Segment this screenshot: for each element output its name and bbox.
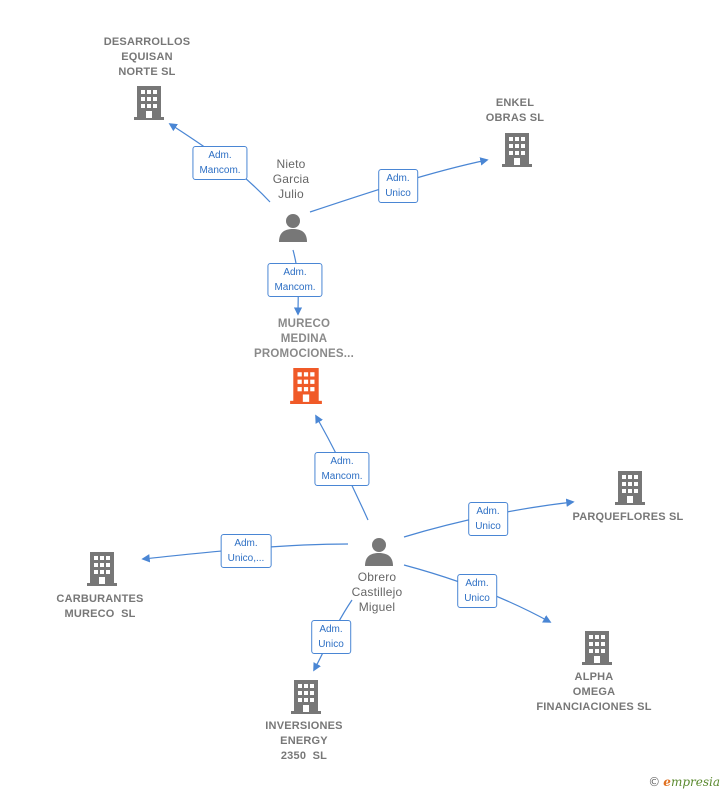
building-icon[interactable] <box>582 631 612 665</box>
edge-label-nieto-enkel: Adm. Unico <box>378 169 418 203</box>
brand-first-letter: e <box>663 775 671 789</box>
node-label-desarrollos[interactable]: DESARROLLOS EQUISAN NORTE SL <box>103 36 191 78</box>
node-label-obrero[interactable]: Obrero Castillejo Miguel <box>351 570 403 614</box>
brand-name: mpresia <box>670 775 720 789</box>
edge-label-nieto-mureco: Adm. Mancom. <box>267 263 323 297</box>
empresia-logo: ©empresia <box>648 775 720 789</box>
edge-label-nieto-desarrollos: Adm. Mancom. <box>192 146 248 180</box>
node-label-parqueflores[interactable]: PARQUEFLORES SL <box>572 511 684 523</box>
node-label-inversiones[interactable]: INVERSIONES ENERGY 2350 SL <box>265 720 343 762</box>
main-building-icon[interactable] <box>290 368 322 404</box>
edge-label-obrero-parqueflores: Adm. Unico <box>468 502 508 536</box>
edge-label-obrero-alpha: Adm. Unico <box>457 574 497 608</box>
edge-label-obrero-mureco: Adm. Mancom. <box>314 452 370 486</box>
node-label-nieto[interactable]: Nieto Garcia Julio <box>272 157 310 201</box>
edge-label-obrero-carburantes: Adm. Unico,... <box>220 534 272 568</box>
building-icon[interactable] <box>87 552 117 586</box>
node-label-mureco[interactable]: MURECO MEDINA PROMOCIONES... <box>254 318 354 360</box>
node-label-alpha[interactable]: ALPHA OMEGA FINANCIACIONES SL <box>536 671 652 713</box>
person-icon[interactable] <box>278 212 308 242</box>
person-icon[interactable] <box>364 536 394 566</box>
copyright-symbol: © <box>648 775 661 789</box>
building-icon[interactable] <box>615 471 645 505</box>
node-label-enkel[interactable]: ENKEL OBRAS SL <box>485 97 545 124</box>
building-icon[interactable] <box>134 86 164 120</box>
building-icon[interactable] <box>502 133 532 167</box>
edge-label-obrero-inversiones: Adm. Unico <box>311 620 351 654</box>
node-label-carburantes[interactable]: CARBURANTES MURECO SL <box>56 593 144 620</box>
building-icon[interactable] <box>291 680 321 714</box>
